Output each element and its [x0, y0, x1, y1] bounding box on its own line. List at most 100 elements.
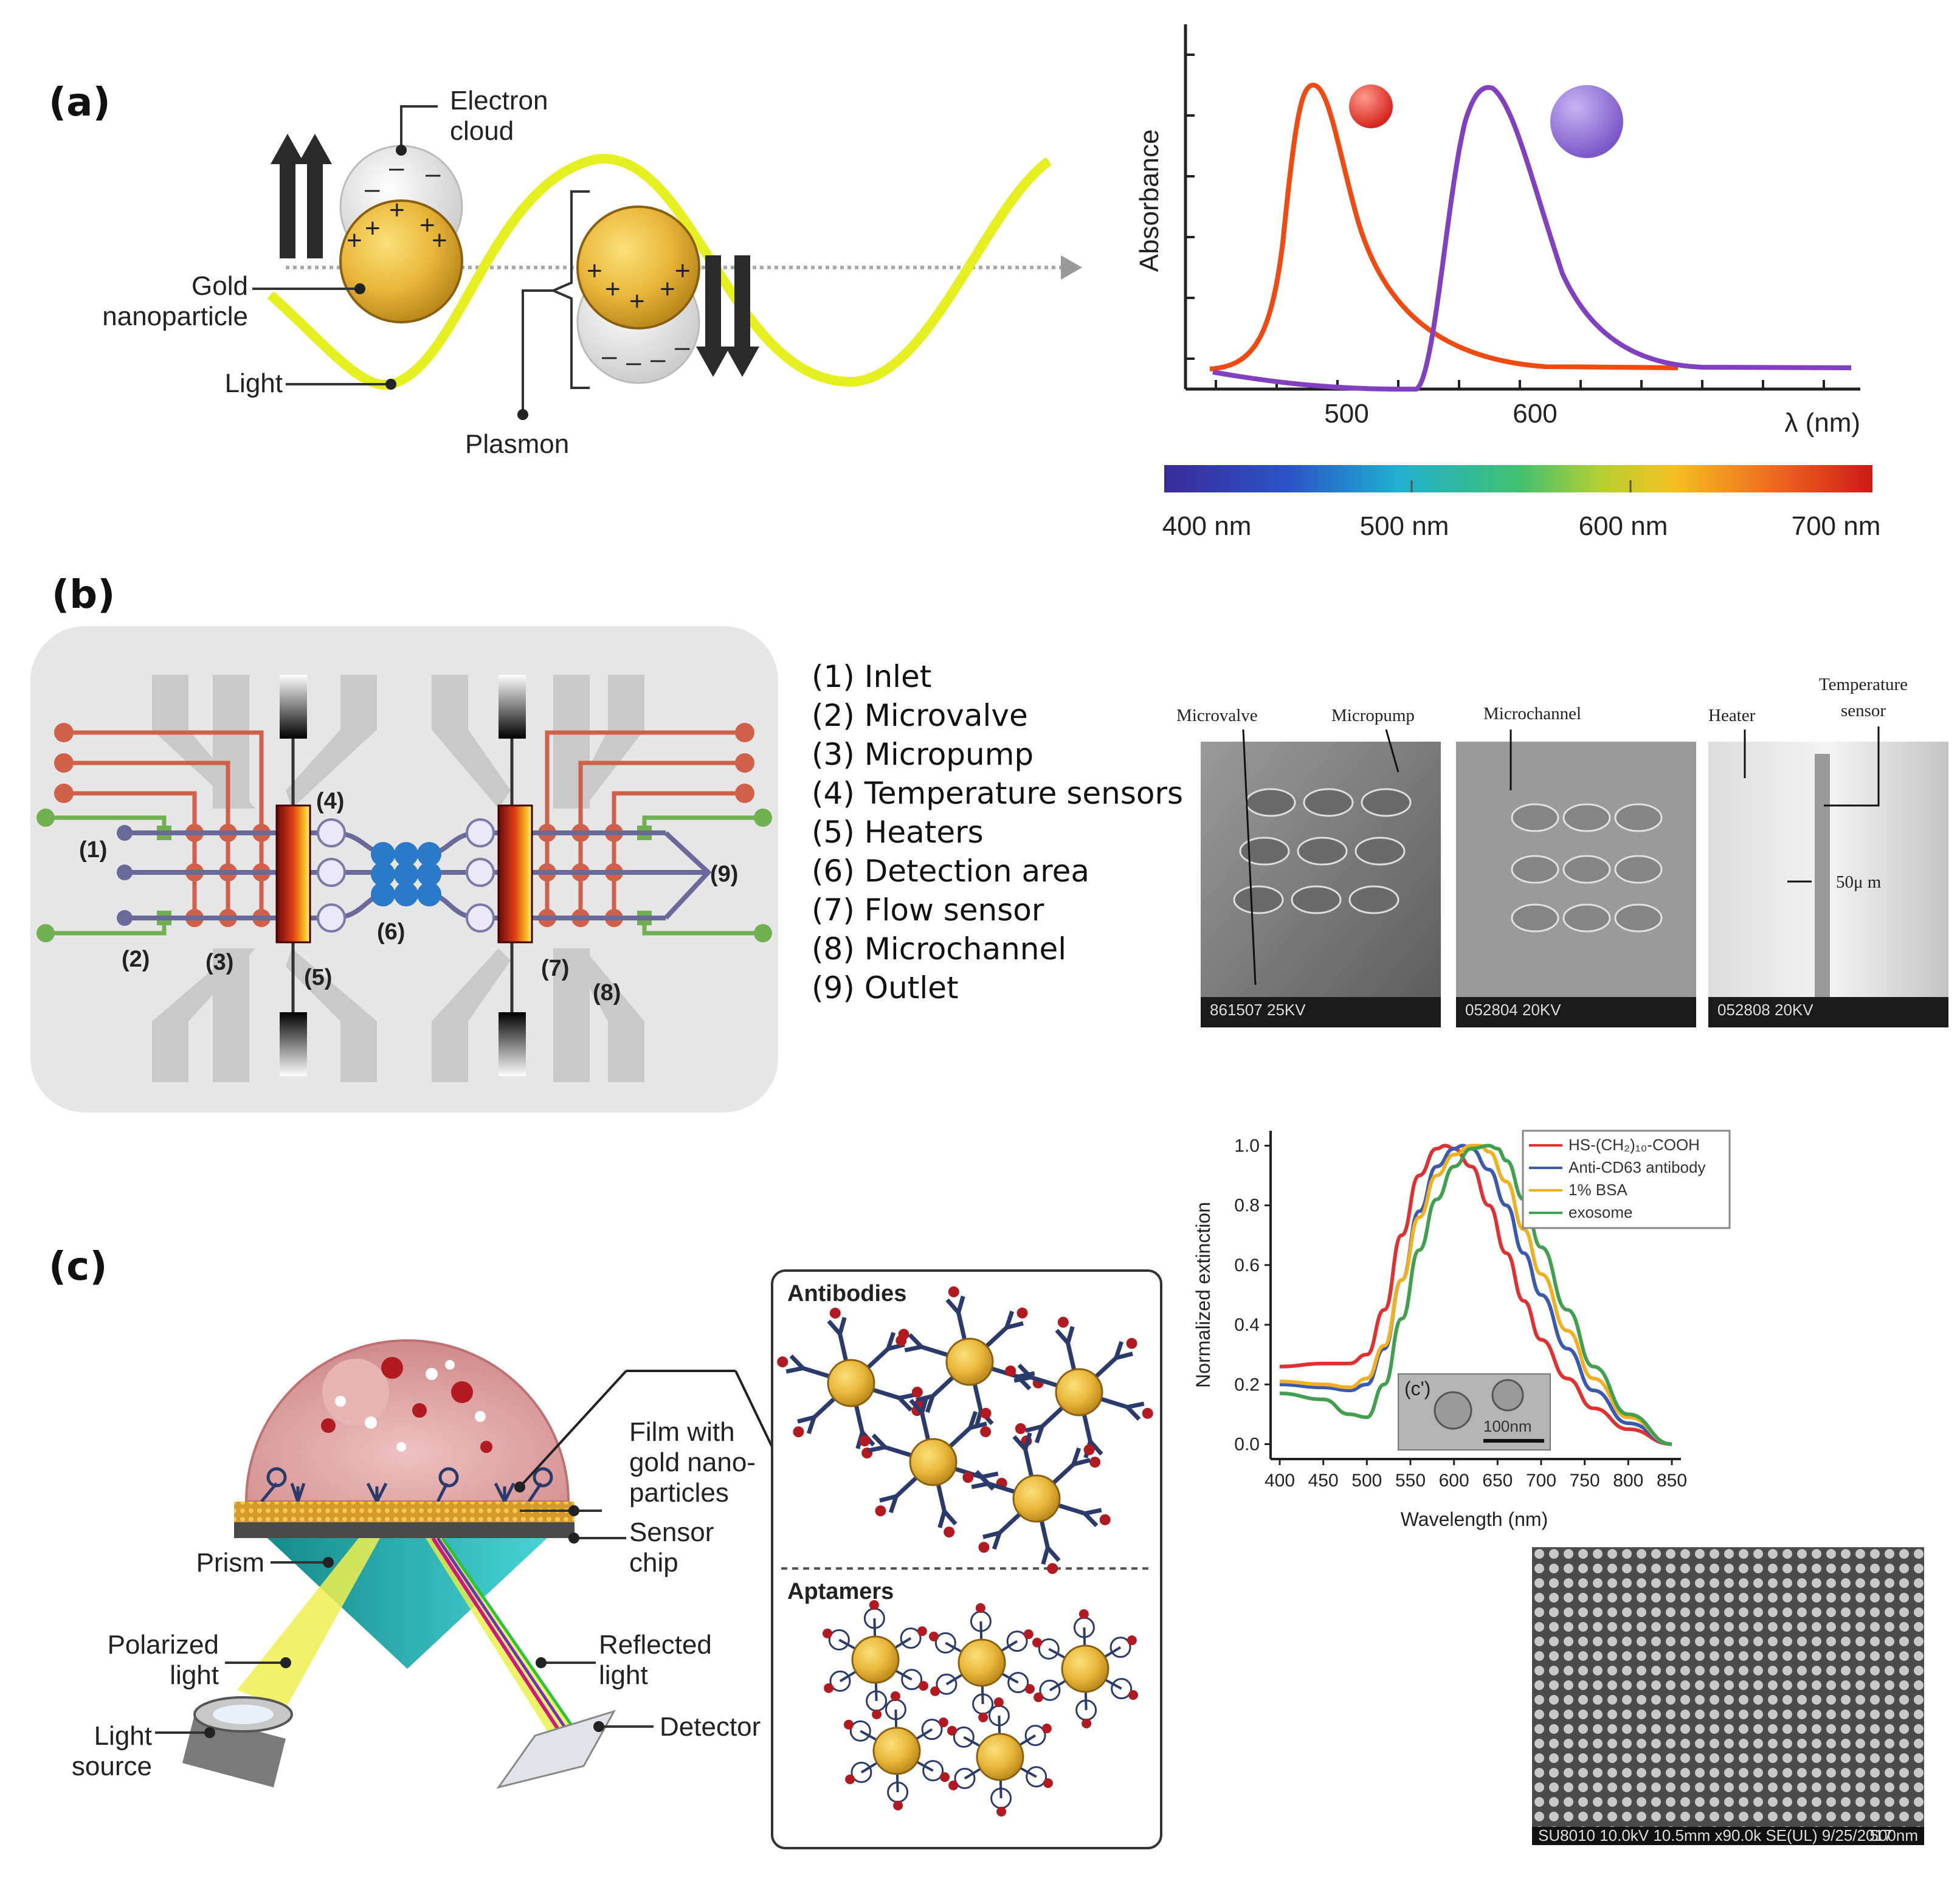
sem-image-microvalve [1201, 742, 1441, 1027]
contact-pad [280, 1012, 307, 1076]
ext-legend-label: Anti-CD63 antibody [1568, 1158, 1705, 1176]
gold-nanoparticle [576, 205, 700, 330]
sem-caption-2: 052804 20KV [1465, 1001, 1561, 1019]
minus-sign: – [426, 159, 441, 188]
ext-x-tick-label: 550 [1395, 1471, 1426, 1491]
sensor-chip [234, 1522, 575, 1538]
sem-caption-bar [1201, 997, 1441, 1027]
legend-item-2: (2) Microvalve [812, 698, 1028, 733]
ext-x-tick-label: 600 [1439, 1471, 1469, 1491]
exosome-particle [1491, 1379, 1524, 1412]
chip-label-1: (1) [79, 837, 107, 863]
sensor-chip-label-2: chip [629, 1548, 678, 1578]
plus-sign: + [660, 274, 675, 304]
minus-sign: – [650, 344, 666, 374]
plus-sign: + [675, 256, 691, 286]
reflected-beam-purple [436, 1537, 570, 1734]
chip-label-3: (3) [205, 950, 233, 975]
ext-y-tick-label: 0.2 [1234, 1375, 1260, 1395]
legend-item-1: (1) Inlet [812, 659, 931, 694]
ext-ylabel: Normalized extinction [1192, 1202, 1214, 1388]
sem-arrow [1824, 726, 1880, 807]
electron-cloud-label-2: cloud [450, 116, 514, 146]
sem-label-microvalve: Microvalve [1176, 706, 1258, 725]
plus-sign: + [587, 256, 602, 286]
aptamer-particle [929, 1603, 1035, 1722]
detector-label: Detector [660, 1712, 761, 1742]
absorbance-curve-red [1209, 82, 1679, 371]
minus-sign: – [626, 347, 641, 377]
sem-image-microchannel [1456, 742, 1696, 1027]
sem-label-micropump: Micropump [1331, 706, 1415, 725]
red-nanoparticle-icon [1349, 85, 1393, 128]
spectrum-label-600: 600 nm [1579, 511, 1668, 541]
leader-dot [280, 1657, 291, 1668]
up-arrow-icon [271, 134, 305, 258]
ext-y-tick-label: 0.8 [1234, 1196, 1260, 1216]
detector [496, 1710, 616, 1789]
incident-light-beam [237, 1538, 380, 1708]
plus-sign: + [389, 195, 405, 225]
ext-y-tick-label: 1.0 [1234, 1136, 1260, 1156]
sem-arrow [1242, 729, 1257, 985]
sem-label-heater: Heater [1708, 706, 1756, 725]
panel-c: (c) [49, 1130, 1924, 1849]
spectrum-label-700: 700 nm [1792, 511, 1881, 541]
sem-label-temp-1: Temperature [1819, 675, 1908, 694]
zoom-line [519, 1370, 627, 1488]
heater-left [275, 804, 311, 944]
antibody-particle [777, 1307, 925, 1459]
panel-a: (a) – – – + + + + + – – – – + + + + + [49, 24, 1880, 541]
leader-dot [536, 1657, 547, 1668]
antibody-particle [1005, 1316, 1153, 1468]
leader-dot [517, 409, 528, 420]
ext-x-tick-label: 750 [1570, 1471, 1600, 1491]
minus-sign: – [389, 153, 404, 182]
ext-series-line-3 [1279, 1144, 1672, 1446]
sensor-chip-label-1: Sensor [629, 1517, 714, 1547]
aptamer-particle [844, 1691, 950, 1810]
ext-xlabel: Wavelength (nm) [1401, 1508, 1548, 1530]
leader-dot [396, 145, 407, 156]
purple-nanoparticle-icon [1550, 85, 1623, 158]
minus-sign: – [675, 332, 690, 362]
chip-label-2: (2) [122, 947, 150, 972]
chip-legend: (1) Inlet (2) Microvalve (3) Micropump (… [812, 659, 1183, 1006]
film-label-3: particles [629, 1478, 729, 1508]
light-source-label-2: source [72, 1751, 152, 1781]
plus-sign: + [365, 213, 381, 243]
prism-label: Prism [196, 1548, 264, 1578]
aptamers-label: Aptamers [787, 1579, 894, 1604]
leader-dot [385, 379, 396, 390]
antibody-particle [962, 1423, 1111, 1575]
ext-x-tick-label: 400 [1265, 1471, 1295, 1491]
legend-item-5: (5) Heaters [812, 815, 984, 850]
light-source-label-1: Light [94, 1721, 152, 1751]
chip-label-8: (8) [593, 980, 621, 1006]
legend-item-4: (4) Temperature sensors [812, 776, 1183, 811]
leader-dot [204, 1727, 215, 1738]
ext-legend-label: exosome [1568, 1203, 1633, 1221]
sem-scale-label: 500nm [1870, 1826, 1919, 1844]
heater-right [497, 804, 533, 944]
sem-channel-chambers [1511, 803, 1663, 933]
ext-x-tick-label: 800 [1613, 1471, 1643, 1491]
sem-caption: SU8010 10.0kV 10.5mm x90.0k SE(UL) 9/25/… [1538, 1826, 1892, 1844]
leader-dot [354, 283, 365, 294]
ext-series-line-2 [1279, 1144, 1672, 1446]
down-arrow-icon [725, 255, 759, 377]
minus-sign: – [602, 341, 617, 371]
reflected-label-1: Reflected [599, 1630, 712, 1660]
ext-x-tick-label: 850 [1657, 1471, 1687, 1491]
panel-a-label: (a) [49, 80, 111, 125]
aptamer-particle [823, 1600, 928, 1719]
sem-caption-bar [1532, 1827, 1924, 1845]
chip-label-4: (4) [316, 788, 344, 814]
leader-line [400, 105, 438, 149]
reflected-beam-magenta [431, 1537, 564, 1737]
sem-label-temp-2: sensor [1841, 701, 1886, 720]
ext-y-tick-label: 0.4 [1234, 1315, 1260, 1335]
sem-micrographs: Microvalve Micropump Microchannel Heater… [1176, 675, 1948, 1027]
